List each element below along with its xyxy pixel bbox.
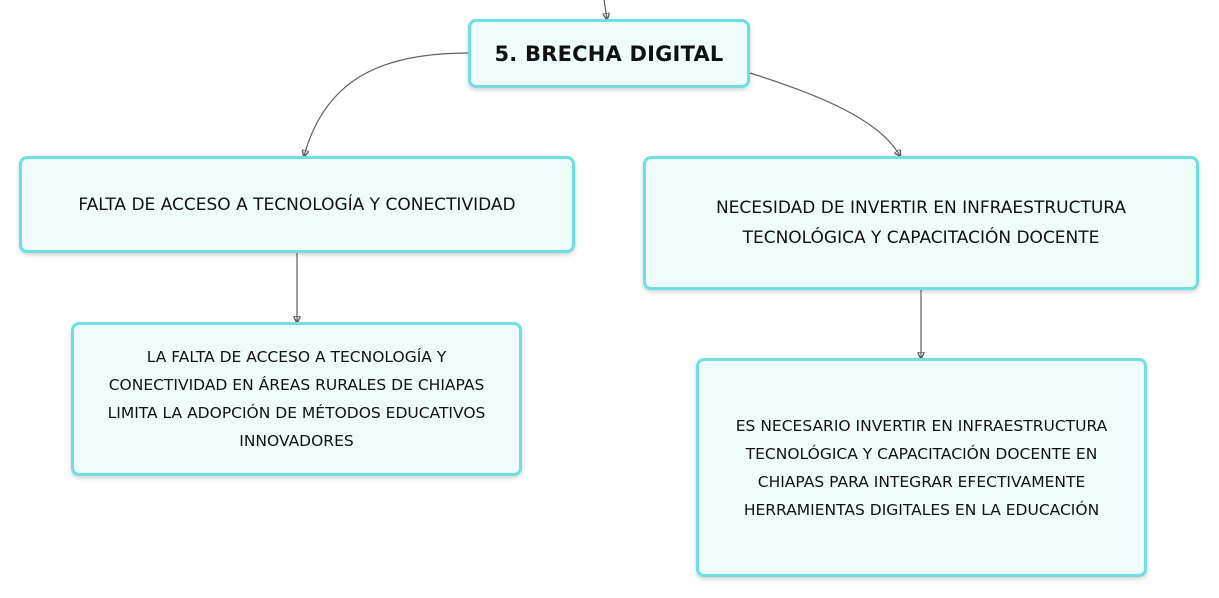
child-node-access-detail[interactable]: LA FALTA DE ACCESO A TECNOLOGÍA Y CONECT… (71, 322, 522, 476)
connector-parent-to-root (604, 0, 607, 19)
connector-root-to-right (749, 72, 900, 156)
branch-node-investment[interactable]: NECESIDAD DE INVERTIR EN INFRAESTRUCTURA… (643, 156, 1199, 290)
child-node-investment-detail-label: ES NECESARIO INVERTIR EN INFRAESTRUCTURA… (735, 416, 1108, 519)
connector-root-to-left (304, 52, 469, 156)
branch-node-access-label: FALTA DE ACCESO A TECNOLOGÍA Y CONECTIVI… (78, 194, 516, 215)
root-node-label: 5. BRECHA DIGITAL (494, 41, 724, 66)
branch-node-investment-label: NECESIDAD DE INVERTIR EN INFRAESTRUCTURA… (715, 198, 1127, 248)
child-node-investment-detail[interactable]: ES NECESARIO INVERTIR EN INFRAESTRUCTURA… (696, 358, 1147, 577)
branch-node-access[interactable]: FALTA DE ACCESO A TECNOLOGÍA Y CONECTIVI… (19, 156, 575, 253)
child-node-access-detail-label: LA FALTA DE ACCESO A TECNOLOGÍA Y CONECT… (107, 348, 486, 450)
root-node[interactable]: 5. BRECHA DIGITAL (468, 19, 750, 88)
